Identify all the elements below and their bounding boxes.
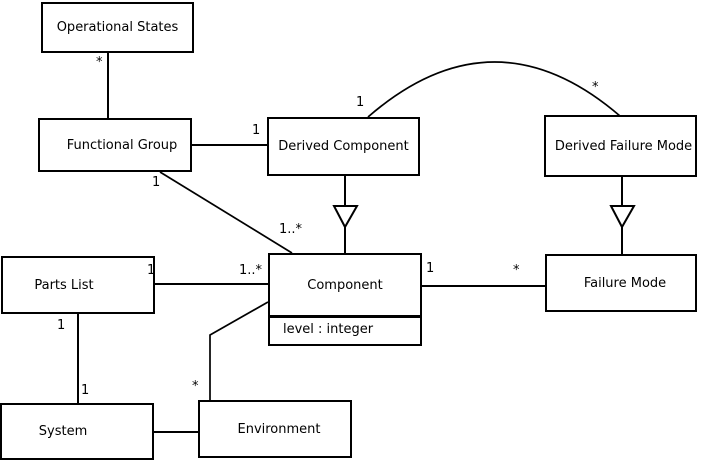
multiplicity-label: 1 [152, 175, 161, 190]
class-name-functional-group: Functional Group [66, 137, 178, 153]
class-name-compartment: Component [270, 255, 420, 315]
edge-environment-component [209, 301, 269, 400]
multiplicity-label: 1 [81, 383, 90, 398]
class-name-operational-states: Operational States [56, 20, 179, 35]
multiplicity-label: 1 [426, 261, 435, 276]
multiplicity-label: 1 [356, 95, 365, 110]
class-box-failure-mode[interactable]: Failure Mode [545, 254, 697, 312]
class-box-derived-component[interactable]: Derived Component [267, 117, 420, 176]
class-name-parts-list: Parts List [34, 277, 94, 293]
multiplicity-label: 1..* [239, 263, 263, 278]
class-name-environment: Environment [237, 421, 321, 437]
class-box-functional-group[interactable]: Functional Group [38, 118, 192, 172]
class-attributes-compartment: level : integer [270, 315, 420, 341]
generalization-triangle-icon-failure-mode [609, 205, 636, 230]
generalization-triangle-icon-component [332, 205, 359, 230]
multiplicity-label: 1 [57, 318, 66, 333]
multiplicity-label: 1 [252, 123, 261, 138]
class-box-derived-failure-mode[interactable]: Derived Failure Mode [544, 115, 697, 177]
class-box-operational-states[interactable]: Operational States [41, 2, 194, 53]
multiplicity-label: * [592, 80, 599, 95]
multiplicity-label: * [513, 263, 520, 278]
class-name-system: System [38, 424, 88, 439]
class-name-component: Component [307, 277, 383, 293]
edge-derived-component-derived-failure-mode-arc [367, 61, 621, 118]
multiplicity-label: * [192, 379, 199, 394]
multiplicity-label: 1 [147, 263, 156, 278]
class-name-derived-failure-mode: Derived Failure Mode [554, 138, 693, 154]
class-box-parts-list[interactable]: Parts List [1, 256, 155, 314]
class-name-failure-mode: Failure Mode [583, 275, 667, 291]
class-attribute-level: level : integer [283, 322, 374, 337]
multiplicity-label: 1..* [279, 222, 303, 237]
class-name-derived-component: Derived Component [278, 139, 409, 154]
class-box-system[interactable]: System [0, 403, 154, 460]
multiplicity-label: * [96, 55, 103, 70]
class-box-component[interactable]: Component level : integer [268, 253, 422, 346]
class-box-environment[interactable]: Environment [198, 400, 352, 458]
edge-functional-group-component [159, 171, 293, 254]
